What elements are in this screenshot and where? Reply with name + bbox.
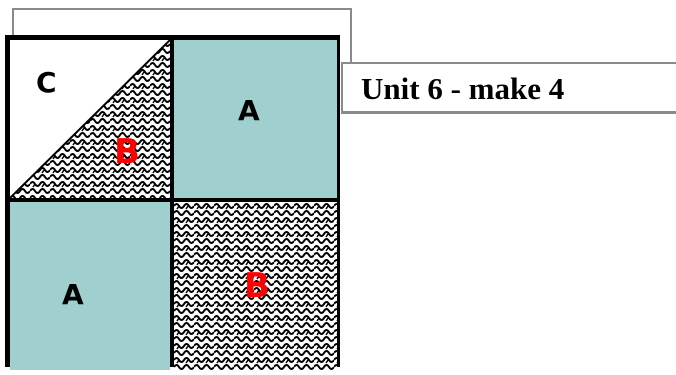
caption-box: Unit 6 - make 4: [341, 62, 676, 114]
piece-label-b-triangle: B: [114, 132, 140, 172]
square-a-top-right: A: [174, 40, 337, 198]
quilt-unit-block: C B A A B: [5, 35, 340, 370]
piece-label-b-square: B: [244, 266, 270, 306]
caption-text: Unit 6 - make 4: [361, 71, 565, 106]
square-a-bottom-left: A: [10, 202, 170, 370]
hst-cell: C B: [9, 39, 171, 199]
hst-svg: [9, 39, 171, 199]
piece-label-c: C: [36, 66, 57, 99]
piece-label-a-top: A: [238, 94, 260, 127]
piece-label-a-bottom: A: [62, 278, 84, 311]
print-square-svg: [174, 202, 337, 370]
square-b-bottom-right: B: [174, 202, 337, 370]
